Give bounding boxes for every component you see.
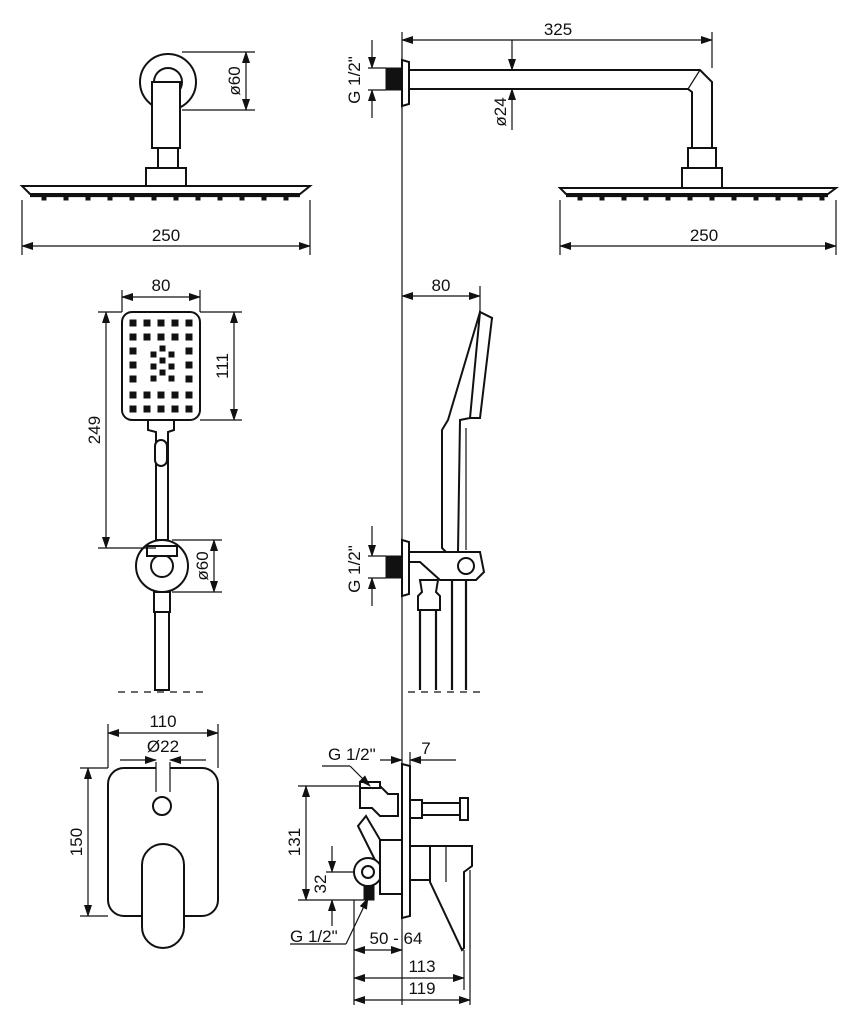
inlet-offset-label: 32 <box>311 875 330 894</box>
rose-flange-dia-label: ø60 <box>225 66 244 95</box>
plate-thickness-label: 7 <box>421 739 430 758</box>
mixer-plate-front-view <box>107 762 219 949</box>
shower-head-width-side-label: 250 <box>690 226 718 245</box>
outlet-thread-label: G 1/2" <box>345 545 364 593</box>
knob-dia-label: Ø22 <box>147 737 179 756</box>
handshower-length-label: 249 <box>85 416 104 444</box>
install-depth-label: 50 - 64 <box>370 929 423 948</box>
projection-1-label: 113 <box>408 957 435 976</box>
projection-2-label: 119 <box>408 979 435 998</box>
hand-shower-front-view <box>121 311 201 691</box>
body-height-label: 131 <box>285 828 304 856</box>
hand-shower-side-view <box>385 310 494 690</box>
mixer-side-view <box>353 762 473 952</box>
plate-width-label: 110 <box>149 712 176 731</box>
shower-head-width-front-label: 250 <box>152 226 180 245</box>
handshower-depth-label: 80 <box>432 276 451 295</box>
arm-thread-label: G 1/2" <box>345 56 364 104</box>
arm-length-label: 325 <box>544 20 572 39</box>
handshower-head-height-label: 111 <box>213 353 232 379</box>
plate-height-label: 150 <box>67 828 86 856</box>
arm-dia-label: ø24 <box>491 97 510 126</box>
overhead-shower-front-view <box>19 53 313 201</box>
overhead-shower-side-view <box>385 58 839 201</box>
holder-dia-label: ø60 <box>193 551 212 580</box>
top-thread-label: G 1/2" <box>328 745 376 764</box>
handshower-width-front-label: 80 <box>152 276 171 295</box>
inlet-thread-label: G 1/2" <box>290 927 338 946</box>
